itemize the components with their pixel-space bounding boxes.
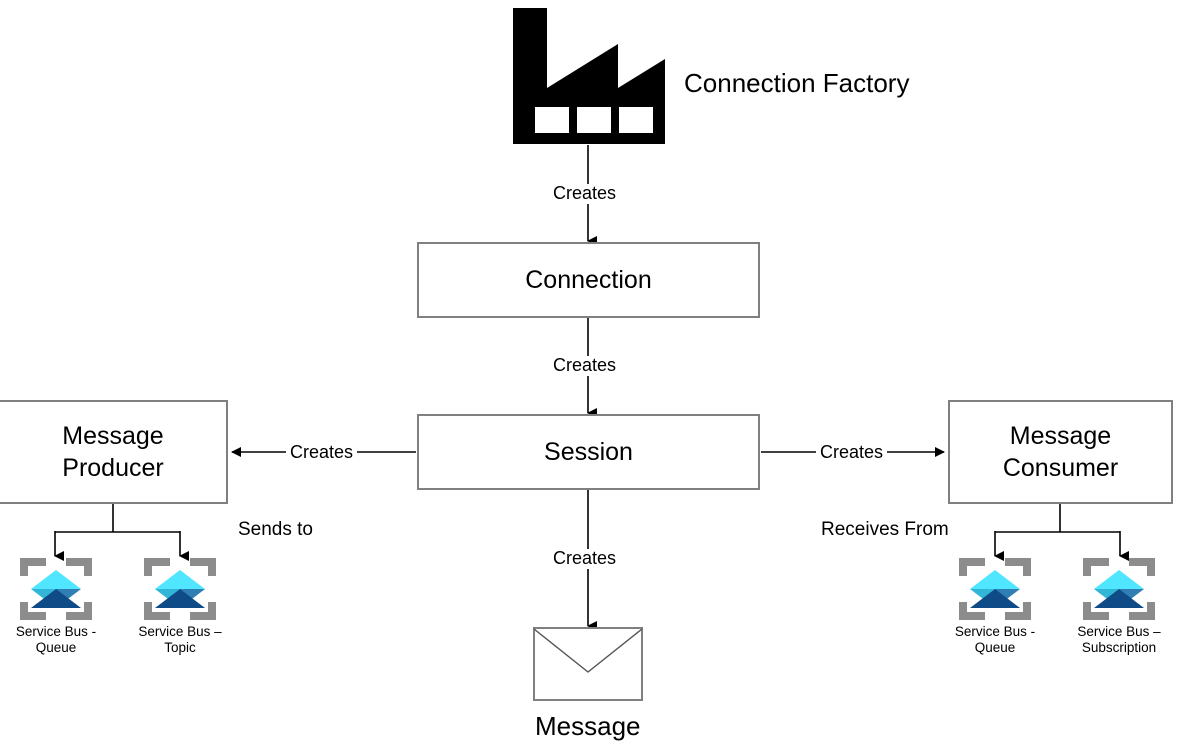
- envelope-icon[interactable]: [533, 627, 643, 701]
- node-message-producer[interactable]: Message Producer: [0, 400, 228, 504]
- node-connection-label: Connection: [525, 266, 652, 294]
- service-bus-node-consumer-subscription[interactable]: Service Bus – Subscription: [1059, 556, 1179, 657]
- factory-icon: [513, 8, 665, 144]
- service-bus-caption: Service Bus - Queue: [954, 624, 1036, 656]
- connection-factory-label: Connection Factory: [684, 68, 910, 98]
- service-bus-node-producer-topic[interactable]: Service Bus – Topic: [120, 556, 240, 657]
- service-bus-icon: [959, 558, 1031, 620]
- service-bus-icon: [144, 558, 216, 620]
- edge-consumer-to-destinations: [994, 504, 1129, 561]
- edge-label-sends-to: Sends to: [238, 519, 313, 540]
- node-message-producer-label: Message Producer: [62, 422, 164, 482]
- service-bus-caption: Service Bus - Queue: [15, 624, 97, 656]
- edge-label-receives-from: Receives From: [821, 519, 949, 540]
- node-connection[interactable]: Connection: [417, 242, 760, 318]
- edge-label-factory-to-connection: Creates: [549, 183, 621, 204]
- edge-label-session-to-consumer: Creates: [816, 442, 888, 463]
- node-message-consumer-label: Message Consumer: [1002, 422, 1119, 482]
- edge-label-session-to-message: Creates: [549, 548, 621, 569]
- edge-producer-to-destinations: [54, 504, 189, 561]
- edge-label-connection-to-session: Creates: [549, 355, 621, 376]
- service-bus-icon: [20, 558, 92, 620]
- node-session[interactable]: Session: [417, 414, 760, 490]
- service-bus-icon: [1083, 558, 1155, 620]
- service-bus-caption: Service Bus – Subscription: [1077, 624, 1161, 656]
- node-message-consumer[interactable]: Message Consumer: [948, 400, 1173, 504]
- service-bus-caption: Service Bus – Topic: [138, 624, 222, 656]
- node-session-label: Session: [544, 438, 633, 466]
- service-bus-node-consumer-queue[interactable]: Service Bus - Queue: [935, 556, 1055, 657]
- service-bus-node-producer-queue[interactable]: Service Bus - Queue: [0, 556, 116, 657]
- message-label: Message: [535, 711, 641, 741]
- edge-label-session-to-producer: Creates: [286, 442, 358, 463]
